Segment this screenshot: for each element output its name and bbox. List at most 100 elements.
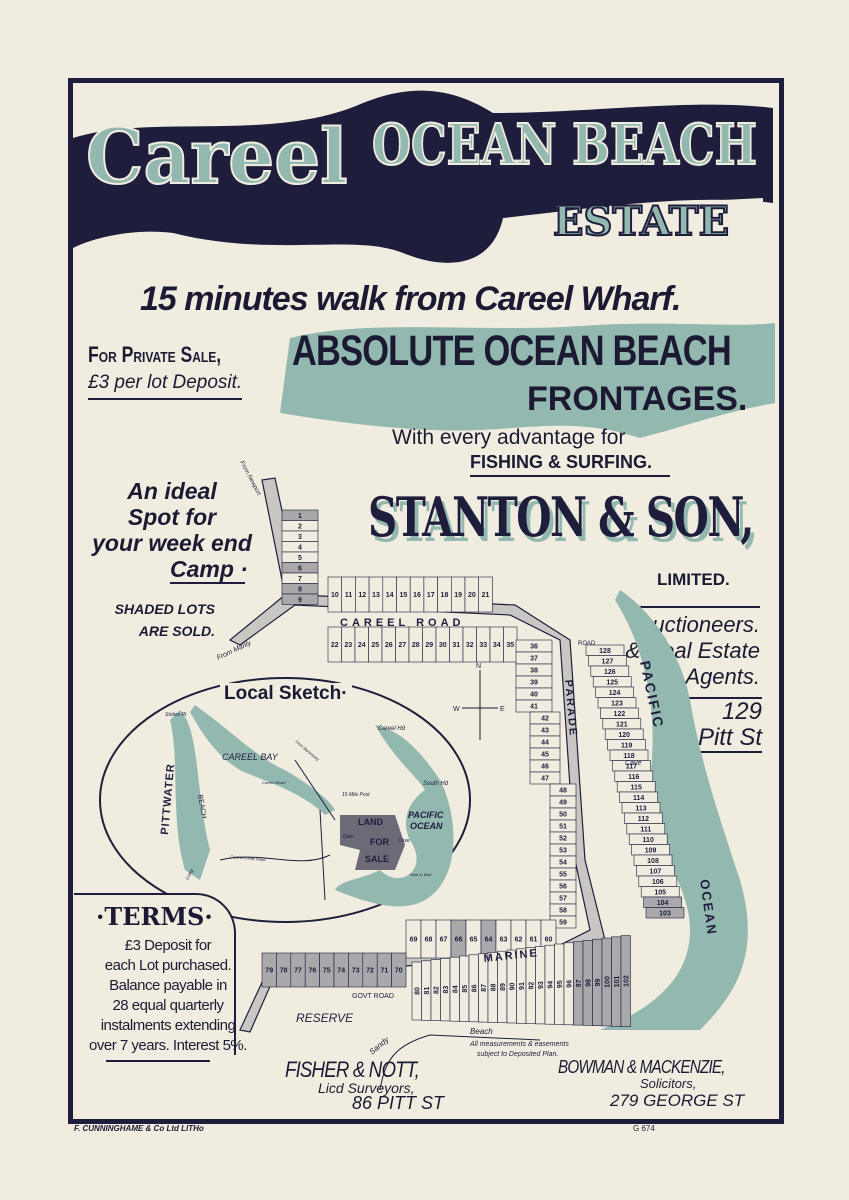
private-sale-heading: For Private Sale, xyxy=(88,342,222,367)
terms-divider xyxy=(106,1060,210,1062)
lot-number: 108 xyxy=(647,858,659,865)
lot-number: 19 xyxy=(454,592,462,599)
lot-number: 2 xyxy=(298,523,302,530)
lot-number: 36 xyxy=(530,644,538,651)
shaded-note-line: Shaded Lots xyxy=(114,601,215,617)
lot-number: 61 xyxy=(530,937,538,944)
lot-number: 10 xyxy=(331,592,339,599)
lot-number: 5 xyxy=(298,555,302,562)
lot-number: 74 xyxy=(337,968,345,975)
lot-number: 40 xyxy=(530,692,538,699)
lot-number: 126 xyxy=(604,669,616,676)
lot-number: 30 xyxy=(439,642,447,649)
terms-line: each Lot purchased. xyxy=(104,957,232,974)
terms-text: £3 Deposit for each Lot purchased. Balan… xyxy=(78,936,258,1056)
lot-number: 123 xyxy=(611,700,623,707)
lot-number: 70 xyxy=(395,968,403,975)
title-banner xyxy=(73,90,773,263)
compass-north: N xyxy=(476,663,481,670)
beach-line xyxy=(379,1034,541,1091)
lot-number: 1 xyxy=(298,513,302,520)
lot-number: 109 xyxy=(645,847,657,854)
lot-number: 28 xyxy=(412,642,420,649)
lot-number: 112 xyxy=(638,816,649,823)
sketch-stokes-pt: Stokes Pt xyxy=(165,712,187,718)
lot-number: 90 xyxy=(509,983,516,991)
lot-number: 38 xyxy=(530,668,538,675)
lot-number: 26 xyxy=(385,642,393,649)
lot-number: 78 xyxy=(280,968,288,975)
title-ocean-beach: Ocean Beach xyxy=(371,111,758,179)
lot-number: 54 xyxy=(559,860,567,867)
lot-number: 34 xyxy=(493,642,501,649)
sketch-land-label: LAND xyxy=(358,817,383,827)
lot-number: 56 xyxy=(559,884,567,891)
advantage-text: With every advantage for xyxy=(392,426,626,449)
lot-number: 91 xyxy=(519,982,526,990)
lot-number: 127 xyxy=(602,658,614,665)
shaded-note-line: are sold. xyxy=(138,623,215,639)
lot-number: 14 xyxy=(386,592,394,599)
lot-number: 48 xyxy=(559,788,567,795)
lot-number: 55 xyxy=(559,872,567,879)
lot-number: 33 xyxy=(479,642,487,649)
lot-number: 110 xyxy=(643,837,654,844)
terms-line: over 7 years. Interest 5%. xyxy=(89,1037,247,1054)
lot-number: 116 xyxy=(628,774,639,781)
terms-line: £3 Deposit for xyxy=(124,937,212,954)
lot-number: 121 xyxy=(616,721,628,728)
lot-number: 128 xyxy=(599,648,611,655)
lot-number: 6 xyxy=(298,565,302,572)
lot-number: 45 xyxy=(541,752,549,759)
lot-number: 84 xyxy=(452,985,459,993)
lot-number: 82 xyxy=(433,986,440,994)
sketch-long: Long xyxy=(185,868,196,881)
lot-number: 103 xyxy=(659,910,671,917)
plan-code: G 674 xyxy=(633,1124,655,1133)
lot-number: 92 xyxy=(528,982,535,990)
from-manly-label: From Manly xyxy=(216,640,253,662)
lot-number: 107 xyxy=(650,868,662,875)
lot-number: 72 xyxy=(366,968,374,975)
lot-number: 32 xyxy=(466,642,474,649)
lot-number: 106 xyxy=(652,879,664,886)
lot-number: 37 xyxy=(530,656,538,663)
lot-number: 111 xyxy=(640,826,651,833)
lot-number: 9 xyxy=(298,597,302,604)
lot-number: 7 xyxy=(298,576,302,583)
lot-number: 53 xyxy=(559,848,567,855)
lot-number: 21 xyxy=(482,592,490,599)
lot-102 xyxy=(620,935,631,1027)
lot-number: 115 xyxy=(631,784,642,791)
lot-number: 85 xyxy=(462,985,469,993)
sketch-for-label: FOR xyxy=(370,837,389,847)
lot-number: 42 xyxy=(541,716,549,723)
lot-number: 69 xyxy=(410,937,418,944)
lot-number: 60 xyxy=(545,937,553,944)
lot-number: 44 xyxy=(541,740,549,747)
sketch-pacific-label: PACIFIC xyxy=(408,810,444,820)
auctioneer-name: Stanton & Son, xyxy=(368,485,754,549)
lot-number: 77 xyxy=(294,968,302,975)
lot-number: 75 xyxy=(323,968,331,975)
lot-number: 122 xyxy=(614,711,626,718)
compass-east: E xyxy=(500,706,505,713)
marine-road-label: MARINE xyxy=(483,947,539,965)
lot-number: 95 xyxy=(557,980,564,988)
sketch-beach-label: BEACH xyxy=(196,794,207,819)
terms-title: ·Terms· xyxy=(96,902,213,931)
lot-number: 88 xyxy=(490,983,497,991)
lot-number: 81 xyxy=(424,987,431,995)
camp-line: your week end xyxy=(92,530,252,556)
lot-number: 62 xyxy=(515,937,523,944)
surveyors-name: Fisher & Nott, xyxy=(285,1057,420,1082)
camp-line: Camp · xyxy=(170,556,248,584)
lot-number: 29 xyxy=(425,642,433,649)
sketch-careel-hd: Careel Hd xyxy=(378,726,406,732)
camp-text: An ideal Spot for your week end Camp · xyxy=(84,478,260,584)
lot-number: 117 xyxy=(626,763,637,770)
title-careel: Careel xyxy=(85,111,348,202)
lot-number: 105 xyxy=(654,889,666,896)
lot-number: 13 xyxy=(372,592,380,599)
